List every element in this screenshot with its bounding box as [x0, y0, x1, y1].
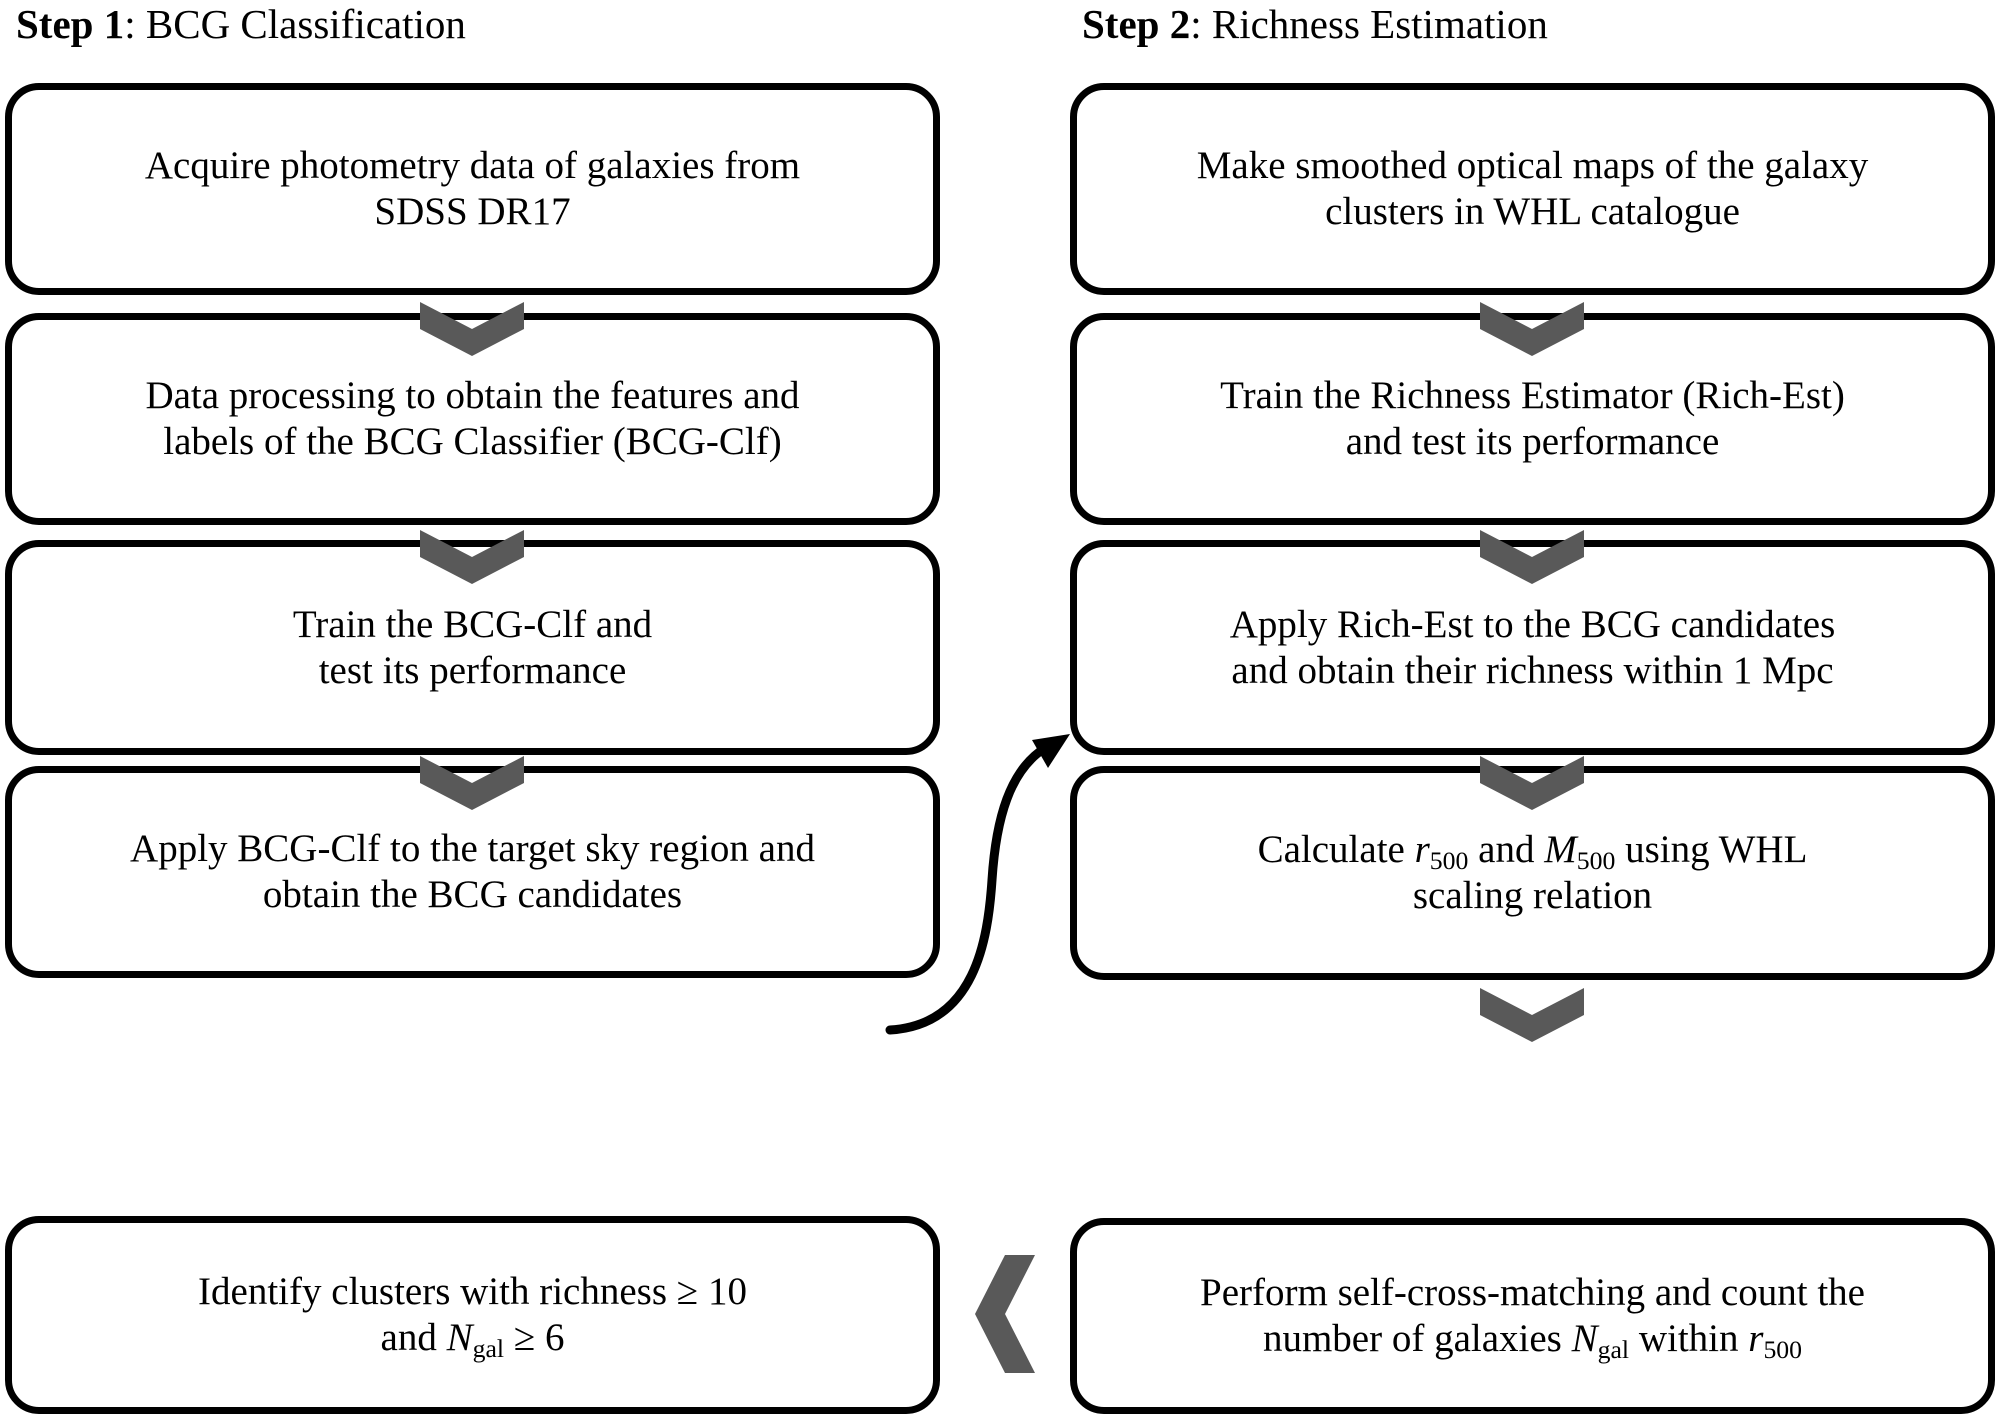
node-text: Calculate r500 and M500 using WHL scalin… [1099, 827, 1966, 918]
node-line-2: test its performance [318, 648, 627, 692]
node-text: Identify clusters with richness ≥ 10 and… [34, 1269, 911, 1362]
number-of-galaxies-prefix: number of galaxies [1262, 1317, 1572, 1360]
column-header-step-1: Step 1: BCG Classification [16, 4, 466, 45]
node-acquire-photometry[interactable]: Acquire photometry data of galaxies from… [5, 83, 940, 295]
node-line-2: number of galaxies Ngal within r500 [1262, 1317, 1802, 1363]
node-line-1: Apply Rich-Est to the BCG candidates [1229, 602, 1836, 646]
node-apply-rich-est[interactable]: Apply Rich-Est to the BCG candidates and… [1070, 540, 1995, 755]
step-2-separator: : [1190, 1, 1212, 47]
step-1-title: BCG Classification [145, 1, 466, 47]
using-whl-suffix: using WHL [1615, 828, 1808, 872]
node-text: Data processing to obtain the features a… [34, 373, 911, 464]
ge-symbol: ≥ [504, 1316, 545, 1359]
node-line-2: scaling relation [1412, 874, 1653, 917]
within-connector: within [1629, 1317, 1749, 1360]
node-line-2: and test its performance [1345, 420, 1720, 463]
node-line-1: Train the Richness Estimator (Rich-Est) [1220, 374, 1845, 418]
curved-arrow-icon [880, 690, 1130, 1070]
column-header-step-2: Step 2: Richness Estimation [1082, 4, 1548, 45]
m500-subscript: 500 [1576, 846, 1616, 876]
r500-subscript: 500 [1429, 846, 1469, 876]
node-line-2: SDSS DR17 [374, 190, 571, 233]
node-text: Make smoothed optical maps of the galaxy… [1099, 143, 1966, 234]
down-chevron-icon [420, 756, 524, 810]
node-text: Acquire photometry data of galaxies from… [34, 143, 911, 234]
step-2-title: Richness Estimation [1211, 1, 1548, 47]
node-line-2: obtain the BCG candidates [262, 873, 683, 916]
r500-variable: r [1748, 1317, 1764, 1360]
ngal-variable: N [446, 1316, 473, 1359]
r500-variable: r [1414, 828, 1430, 872]
node-calculate-r500-m500[interactable]: Calculate r500 and M500 using WHL scalin… [1070, 766, 1995, 980]
ngal-subscript: gal [472, 1334, 505, 1364]
step-1-separator: : [124, 1, 146, 47]
node-line-2: labels of the BCG Classifier (BCG-Clf) [163, 420, 782, 463]
node-text: Train the Richness Estimator (Rich-Est) … [1099, 373, 1966, 464]
node-line-1: Apply BCG-Clf to the target sky region a… [130, 827, 815, 871]
node-line-2: and Ngal ≥ 6 [380, 1316, 565, 1362]
node-text: Apply BCG-Clf to the target sky region a… [34, 826, 911, 917]
node-text: Apply Rich-Est to the BCG candidates and… [1099, 602, 1966, 693]
node-line-1: Train the BCG-Clf and [292, 602, 653, 646]
node-text: Perform self-cross-matching and count th… [1099, 1270, 1966, 1363]
left-chevron-icon [975, 1255, 1035, 1373]
down-chevron-icon [1480, 302, 1584, 356]
node-line-1: Data processing to obtain the features a… [145, 374, 800, 418]
node-line-2: and obtain their richness within 1 Mpc [1231, 648, 1834, 692]
node-make-smoothed-maps[interactable]: Make smoothed optical maps of the galaxy… [1070, 83, 1995, 295]
node-line-2: clusters in WHL catalogue [1325, 190, 1740, 233]
down-chevron-icon [1480, 988, 1584, 1042]
r500-subscript: 500 [1763, 1335, 1803, 1365]
down-chevron-icon [420, 302, 524, 356]
ngal-subscript: gal [1597, 1335, 1630, 1365]
richness-threshold: 10 [698, 1270, 747, 1314]
identify-prefix: Identify clusters with richness [198, 1270, 677, 1314]
down-chevron-icon [1480, 756, 1584, 810]
ngal-threshold: 6 [544, 1316, 565, 1359]
ngal-variable: N [1571, 1317, 1598, 1360]
and-connector: and [1468, 828, 1545, 872]
node-line-1: Acquire photometry data of galaxies from [144, 144, 801, 188]
m500-variable: M [1544, 828, 1577, 872]
ge-symbol: ≥ [676, 1270, 699, 1314]
node-line-1: Calculate r500 and M500 using WHL [1257, 828, 1808, 874]
step-1-label: Step 1 [16, 1, 125, 47]
node-line-1: Make smoothed optical maps of the galaxy [1196, 144, 1869, 188]
node-self-cross-matching[interactable]: Perform self-cross-matching and count th… [1070, 1218, 1995, 1414]
down-chevron-icon [420, 530, 524, 584]
node-identify-clusters[interactable]: Identify clusters with richness ≥ 10 and… [5, 1216, 940, 1414]
node-text: Train the BCG-Clf and test its performan… [34, 602, 911, 693]
and-prefix: and [380, 1316, 447, 1359]
node-line-1: Identify clusters with richness ≥ 10 [198, 1270, 747, 1313]
node-train-bcg-clf[interactable]: Train the BCG-Clf and test its performan… [5, 540, 940, 755]
node-line-1: Perform self-cross-matching and count th… [1200, 1271, 1865, 1315]
down-chevron-icon [1480, 530, 1584, 584]
step-2-label: Step 2 [1082, 1, 1191, 47]
calculate-prefix: Calculate [1257, 828, 1415, 872]
